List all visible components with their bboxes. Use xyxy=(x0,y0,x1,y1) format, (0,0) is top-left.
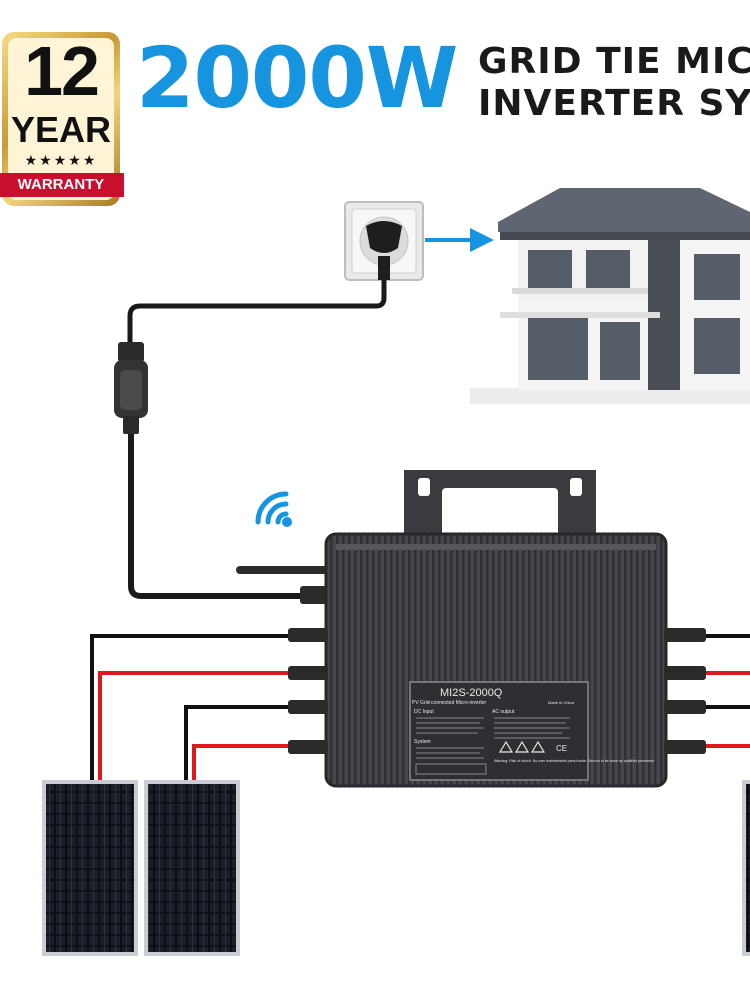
warranty-years: 12 xyxy=(24,32,100,110)
dc-wires-right xyxy=(706,634,750,748)
wifi-icon xyxy=(255,491,289,525)
model-name: MI2S-2000Q xyxy=(440,687,503,699)
solar-panel-3 xyxy=(742,780,750,956)
house-icon xyxy=(470,188,750,404)
model-subtitle: PV Grid-connected Micro-inverter xyxy=(412,700,487,706)
warranty-badge: 12 YEAR ★★★★★ WARRANTY xyxy=(0,30,124,210)
made-in: Made in China xyxy=(548,700,575,705)
dc-connectors-left xyxy=(288,628,328,754)
wifi-dot xyxy=(282,517,292,527)
inverter-label: MI2S-2000Q PV Grid-connected Micro-inver… xyxy=(409,681,655,781)
antenna xyxy=(236,566,334,574)
trunk-cable xyxy=(128,434,318,599)
warning-text: Warning: Risk of shock. No user maintain… xyxy=(494,759,655,763)
dc-connectors-right xyxy=(664,628,706,754)
system-heading: System xyxy=(414,739,431,745)
solar-panel-1 xyxy=(42,780,138,956)
mounting-bracket xyxy=(404,470,596,540)
ac-output-heading: AC output xyxy=(492,709,515,715)
arrow-right-icon xyxy=(425,228,494,252)
warning-triangle-icon xyxy=(498,740,546,753)
star-rating-icon: ★★★★★ xyxy=(24,152,98,168)
headline-line-1: GRID TIE MICR xyxy=(478,41,750,82)
headline-line-2: INVERTER SYS xyxy=(478,83,750,124)
dc-wires-left xyxy=(90,634,288,782)
wall-socket-icon xyxy=(344,201,424,281)
ac-cable xyxy=(127,280,387,345)
power-rating: 2000W xyxy=(136,29,458,127)
solar-panel-2 xyxy=(144,780,240,956)
ac-connector-icon xyxy=(114,342,148,434)
ce-mark: CE xyxy=(556,744,567,753)
ac-port xyxy=(300,586,332,604)
warranty-ribbon: WARRANTY xyxy=(0,173,124,197)
dc-input-heading: DC Input xyxy=(414,709,434,715)
warranty-unit: YEAR xyxy=(10,109,112,150)
